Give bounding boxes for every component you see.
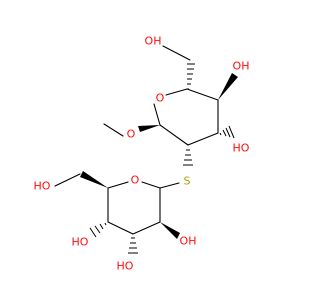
bond-lower-ch2-oh: [54, 173, 81, 187]
bond-c1-c2: [159, 124, 189, 146]
lower-c3-oh-hash-bond: [128, 237, 138, 254]
atom-o-upper-ring: O: [156, 92, 165, 105]
bond-c4-c5: [186, 88, 219, 101]
atom-oh-lower-ch2: HO: [34, 180, 51, 193]
molecule-structure: O O OH OH HO S O HO HO HO OH: [34, 35, 250, 273]
upper-c1-methoxy-wedge-bond: [138, 125, 160, 132]
bond-ring-o-c1: [153, 103, 161, 126]
atom-oh-lower-c2: OH: [180, 235, 197, 248]
lower-c2-oh-wedge-bond: [160, 222, 180, 239]
bond-lower-c4-c3: [107, 221, 134, 235]
atom-o-lower-ring: O: [131, 174, 140, 187]
atom-o-methoxy: O: [127, 128, 136, 141]
atom-oh-upper-c4: OH: [233, 60, 250, 73]
bond-lower-c1-ring-o: [141, 181, 161, 189]
atom-oh-lower-c4: HO: [72, 236, 89, 249]
bond-c2-c3: [187, 132, 219, 146]
bond-lower-c3-c2: [132, 221, 161, 235]
upper-ring-bonds: [153, 88, 219, 146]
bond-lower-ring-o-c5: [107, 181, 129, 189]
upper-ch2oh-hash-bond: [187, 63, 195, 90]
upper-c4-oh-wedge-bond: [218, 73, 238, 100]
lower-ring-bonds: [107, 181, 161, 235]
bond-upper-ch2-oh: [162, 45, 191, 61]
atom-oh-upper-ch2: OH: [145, 35, 162, 48]
upper-c2-s-hash-bond: [183, 149, 193, 166]
atom-s-link: S: [184, 175, 191, 188]
bond-c5-ring-o: [165, 88, 188, 96]
bond-methoxy-o-methyl: [103, 123, 124, 137]
atom-oh-upper-c3: HO: [233, 142, 250, 155]
lower-c4-oh-hash-bond: [89, 222, 107, 238]
upper-c3-oh-hash-bond: [219, 125, 235, 139]
bond-s-lower-c1: [159, 182, 180, 189]
atom-oh-lower-c3: HO: [117, 260, 134, 273]
lower-ch2-wedge-bond: [80, 171, 108, 188]
